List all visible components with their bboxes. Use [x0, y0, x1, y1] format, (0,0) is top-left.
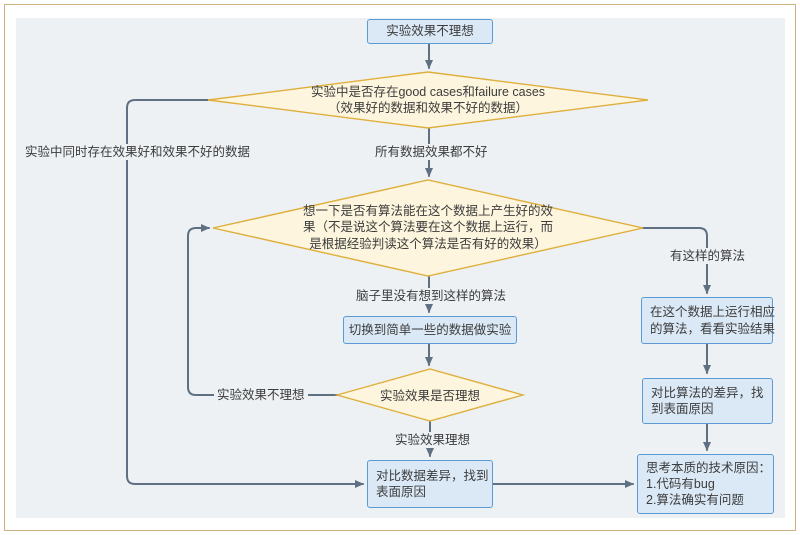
edge-label-ideal: 实验效果理想: [392, 432, 474, 449]
edge-label-all-bad: 所有数据效果都不好: [372, 144, 491, 161]
node-switch-simple-data: 切换到简单一些的数据做实验: [343, 316, 517, 344]
decision-algo-exists-text: 想一下是否有算法能在这个数据上产生好的效 果（不是说这个算法要在这个数据上运行，…: [302, 204, 553, 251]
node-compare-data-diff: 对比数据差异，找到 表面原因: [367, 460, 493, 508]
decision-good-failure-cases: [207, 71, 649, 129]
decision-good-failure-cases-text: 实验中是否存在good cases和failure cases （效果好的数据和…: [310, 85, 546, 116]
node-root-cause-line1: 思考本质的技术原因：: [646, 460, 772, 475]
outer-frame: [4, 4, 796, 531]
node-start-label: 实验效果不理想: [386, 24, 474, 39]
node-compare-algo-diff: 对比算法的差异，找 到表面原因: [642, 378, 773, 424]
node-run-algo: 在这个数据上运行相应 的算法，看看实验结果: [641, 297, 776, 344]
node-root-cause-line3: 2.算法确实有问题: [646, 493, 744, 508]
decision-result-ideal-text: 实验效果是否理想: [379, 389, 480, 403]
node-compare-data-line2: 表面原因: [376, 485, 427, 499]
node-switch-simple-label: 切换到简单一些的数据做实验: [348, 322, 512, 337]
edge-d3-retry-loop: [187, 224, 338, 396]
node-run-algo-line2: 的算法，看看实验结果: [650, 321, 776, 336]
decision-result-ideal: [334, 368, 526, 422]
node-start: 实验效果不理想: [367, 19, 493, 44]
node-run-algo-line1: 在这个数据上运行相应: [650, 305, 776, 320]
node-root-cause: 思考本质的技术原因： 1.代码有bug 2.算法确实有问题: [637, 454, 774, 514]
node-compare-algo-line2: 到表面原因: [651, 402, 714, 416]
node-compare-data-line1: 对比数据差异，找到: [376, 468, 489, 483]
edge-label-has-algo: 有这样的算法: [667, 248, 749, 265]
node-root-cause-line2: 1.代码有bug: [646, 476, 715, 491]
node-compare-algo-line1: 对比算法的差异，找: [651, 385, 764, 400]
edge-label-not-ideal: 实验效果不理想: [214, 387, 308, 404]
edge-label-no-algo-in-mind: 脑子里没有想到这样的算法: [353, 288, 510, 305]
edge-label-both-good-bad: 实验中同时存在效果好和效果不好的数据: [22, 144, 254, 161]
edge-d2-runalgo: [642, 227, 711, 294]
decision-algo-exists: [212, 179, 644, 277]
edge-d1-left-loop: [126, 99, 364, 488]
